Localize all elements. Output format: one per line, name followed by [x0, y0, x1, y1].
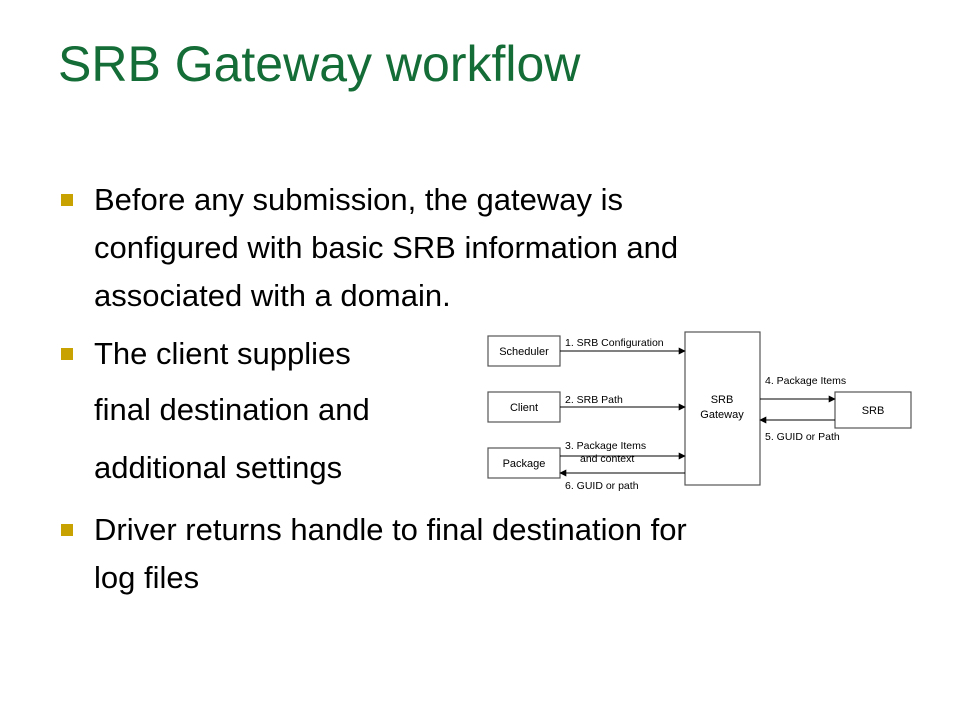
srb-gateway-label-line-1: SRB — [711, 394, 734, 406]
bullet-1-line-2: configured with basic SRB information an… — [94, 230, 679, 265]
edge-6-label: 6. GUID or path — [565, 480, 639, 492]
bullet-3-line-2: log files — [94, 560, 200, 595]
edge-3-label-line-1: 3. Package Items — [565, 440, 646, 452]
client-label: Client — [510, 402, 538, 414]
edge-1-label: 1. SRB Configuration — [565, 337, 664, 349]
slide-title: SRB Gateway workflow — [58, 36, 581, 92]
bullet-marker — [61, 524, 73, 536]
bullet-1-line-3: associated with a domain. — [94, 278, 451, 313]
edge-5-label: 5. GUID or Path — [765, 431, 840, 443]
client-node: Client — [487, 391, 561, 423]
srb-gateway-label-line-2: Gateway — [700, 409, 744, 421]
bullet-3-line-1: Driver returns handle to final destinati… — [94, 512, 687, 547]
bullet-2-line-2: final destination and — [94, 392, 370, 427]
package-label: Package — [503, 458, 546, 470]
srb-gateway-node: SRB Gateway — [684, 331, 761, 486]
srb-node: SRB — [834, 391, 912, 429]
scheduler-label: Scheduler — [499, 346, 549, 358]
workflow-diagram: Scheduler Client Package SRB Gateway SRB… — [487, 331, 912, 492]
bullet-2-line-3: additional settings — [94, 450, 343, 485]
bullet-marker — [61, 194, 73, 206]
edge-4-label: 4. Package Items — [765, 375, 846, 387]
bullet-1-line-1: Before any submission, the gateway is — [94, 182, 623, 217]
bullet-marker — [61, 348, 73, 360]
bullet-2-line-1: The client supplies — [94, 336, 351, 371]
srb-label: SRB — [862, 405, 885, 417]
edge-3-label-line-2: and context — [580, 453, 634, 465]
package-node: Package — [487, 447, 561, 479]
edge-2-label: 2. SRB Path — [565, 394, 623, 406]
scheduler-node: Scheduler — [487, 335, 561, 367]
